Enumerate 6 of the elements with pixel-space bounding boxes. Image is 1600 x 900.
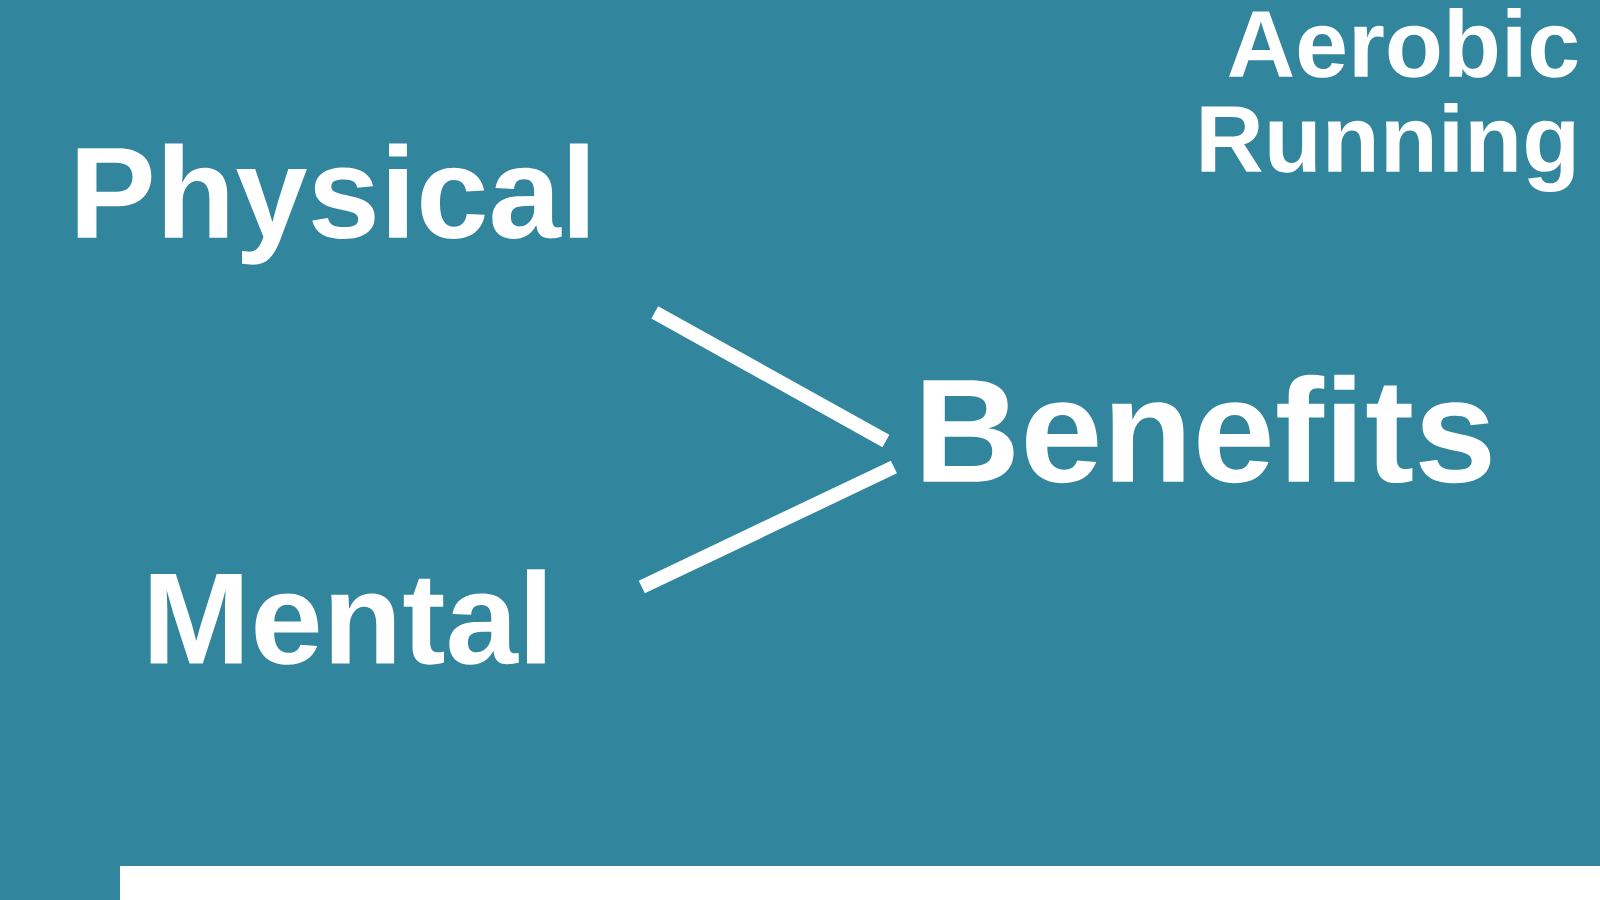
connector-line bbox=[651, 306, 890, 448]
node-label: Physical bbox=[77, 143, 588, 265]
connector-line bbox=[638, 460, 897, 594]
node-label: Mental bbox=[150, 569, 545, 665]
node-label: Benefits bbox=[923, 374, 1491, 484]
title: Aerobic Running bbox=[1201, 8, 1578, 192]
